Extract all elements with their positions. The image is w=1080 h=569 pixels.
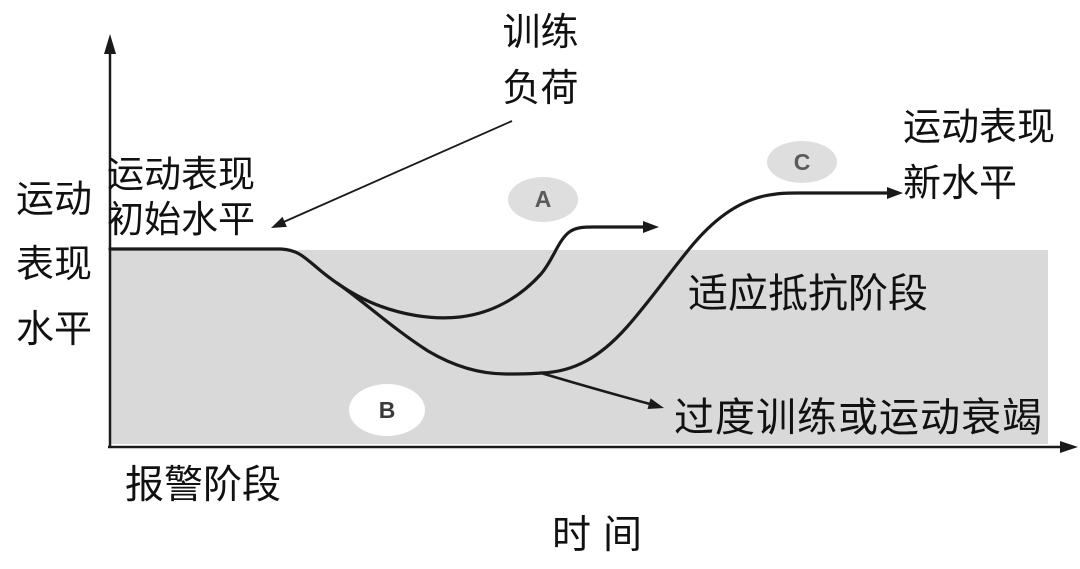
y-axis-label-line: 表现 — [15, 244, 92, 286]
training-load-arrowhead-icon — [271, 216, 287, 228]
x-axis-label: 时间 — [552, 514, 655, 557]
badge-c: C — [767, 141, 837, 183]
badge-a: A — [508, 177, 578, 222]
curve-initial-and-branch-a — [108, 225, 647, 320]
new-level-line2: 新水平 — [903, 163, 1018, 205]
training-load-line2: 负荷 — [502, 68, 579, 110]
new-level-label: 运动表现 新水平 — [903, 100, 1055, 212]
y-axis-arrowhead-icon — [104, 34, 116, 54]
alarm-stage-label: 报警阶段 — [125, 464, 282, 507]
overtraining-label: 过度训练或运动衰竭 — [674, 395, 1043, 440]
y-axis-label: 运动 表现 水平 — [8, 168, 100, 363]
initial-level-label: 运动表现 初始水平 — [107, 153, 255, 243]
initial-level-line2: 初始水平 — [107, 200, 255, 241]
shaded-region — [110, 250, 1048, 444]
initial-level-line1: 运动表现 — [107, 155, 255, 196]
training-load-pointer — [278, 120, 513, 225]
overtraining-arrow — [539, 371, 652, 406]
y-axis-label-line: 水平 — [15, 309, 92, 351]
y-axis-label-line: 运动 — [15, 179, 92, 221]
branch-c-arrowhead-icon — [887, 187, 903, 199]
curve-branch-c — [539, 191, 891, 375]
x-axis-arrowhead-icon — [1060, 441, 1078, 453]
training-load-line1: 训练 — [502, 12, 579, 54]
overtraining-arrowhead-icon — [647, 398, 664, 409]
resistance-stage-label: 适应抵抗阶段 — [688, 271, 928, 316]
curve-branch-b — [335, 281, 543, 376]
new-level-line1: 运动表现 — [903, 107, 1056, 149]
badge-b: B — [349, 384, 425, 436]
training-load-label: 训练 负荷 — [468, 5, 613, 117]
branch-a-arrowhead-icon — [643, 221, 659, 233]
